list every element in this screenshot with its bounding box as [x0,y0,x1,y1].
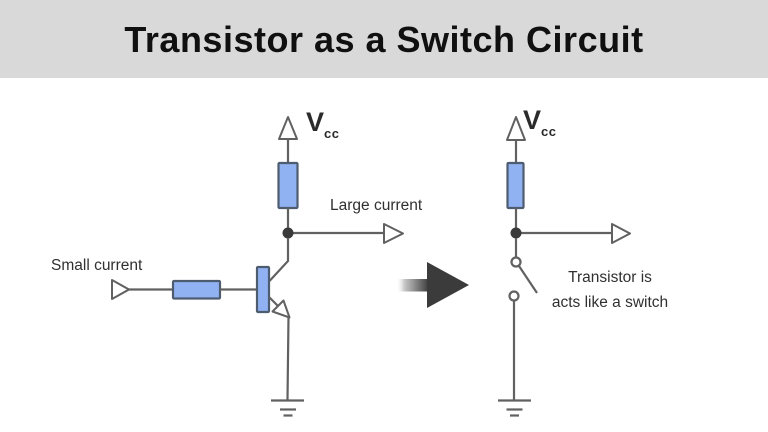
small-current-label: Small current [51,257,143,274]
collector-lead [268,238,290,282]
vcc-label-left: Vcc [306,107,339,141]
output-arrow-icon [611,223,631,244]
ground-symbol-right [498,399,531,417]
transistor-circuit [111,116,404,417]
vcc-up-arrow-icon [278,116,298,140]
switch-note-line2: acts like a switch [551,294,669,311]
load-resistor [506,161,525,210]
transistor-base-bar [255,265,271,314]
switch-top-terminal [510,256,522,268]
title-banner: Transistor as a Switch Circuit [0,0,768,78]
junction-dot [510,227,522,239]
vcc-symbol: V [306,107,325,137]
vcc-symbol: V [523,105,542,135]
switch-lever [518,265,538,294]
large-current-label: Large current [330,197,423,214]
vcc-subscript: cc [541,124,557,139]
collector-resistor [277,161,299,210]
large-current-arrow-icon [383,223,404,244]
vcc-label-right: Vcc [523,105,556,139]
junction-dot [282,227,294,239]
equivalence-arrow-head [427,262,469,308]
switch-circuit [498,116,631,417]
equivalence-arrow [396,262,469,308]
emitter-arrow-icon [271,299,291,319]
switch-note-line1: Transistor is [568,269,652,286]
switch-bottom-terminal [508,290,520,302]
small-current-arrow-icon [111,279,130,300]
equivalence-arrow-tail [396,279,429,292]
vcc-subscript: cc [324,126,340,141]
page-title: Transistor as a Switch Circuit [124,19,644,60]
switch-note: Transistor is acts like a switch [540,265,680,315]
emitter-to-ground-wire [286,316,290,401]
base-resistor [171,279,222,300]
ground-symbol-left [271,399,304,417]
